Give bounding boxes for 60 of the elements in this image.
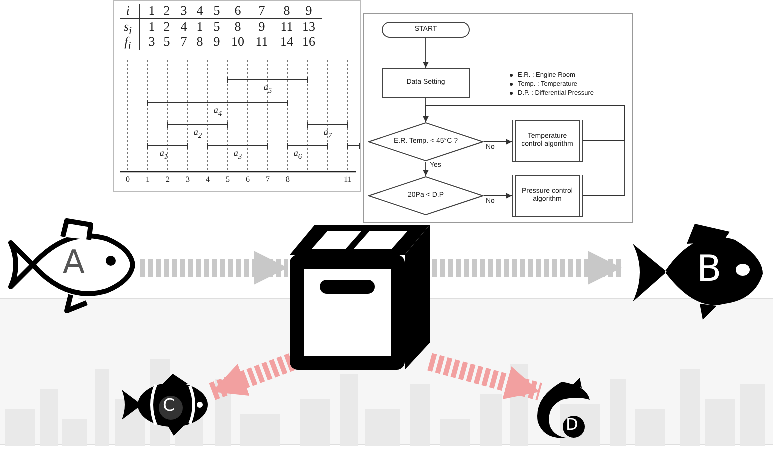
row-label: s$_{i}$ (124, 20, 132, 38)
node-letter: B (697, 250, 722, 290)
dotted-arrow (208, 354, 296, 400)
table-cell: 16 (302, 35, 316, 50)
dotted-arrow (432, 251, 622, 285)
table-cell: 9 (214, 35, 220, 50)
table-header: i (126, 4, 130, 18)
table-header: 3 (180, 4, 188, 18)
flow-arrow (484, 139, 512, 145)
table-cell: 5 (214, 20, 220, 34)
axis-tick-label: 4 (206, 176, 210, 185)
interval-label: a$_{3}$ (234, 149, 242, 162)
flow-arrow (423, 106, 626, 196)
table-cell: 13 (302, 20, 316, 34)
node-letter: C (163, 397, 175, 416)
axis-tick-label: 6 (246, 176, 250, 185)
table-header: 1 (148, 4, 156, 18)
table-header: 8 (284, 4, 290, 18)
table-header: 7 (258, 4, 266, 18)
table-header: 5 (214, 4, 220, 18)
table-cell: 5 (164, 35, 170, 50)
axis-tick-label: 0 (126, 176, 130, 185)
dotted-arrow (428, 353, 542, 401)
flow-arrow (484, 193, 512, 199)
table-cell: 11 (256, 35, 268, 50)
table-header: 9 (306, 4, 312, 18)
axis-tick-label: 7 (266, 176, 270, 185)
row-label: f$_{i}$ (124, 35, 132, 54)
table-cell: 11 (280, 20, 294, 34)
table-header: 2 (164, 4, 170, 18)
table-cell: 1 (196, 20, 204, 34)
flow-arrow (423, 38, 429, 68)
axis-tick-label: 5 (226, 176, 230, 185)
table-cell: 3 (148, 35, 156, 50)
axis-tick-label: 8 (286, 176, 290, 185)
node-letter: D (566, 416, 578, 434)
interval-label: a$_{4}$ (214, 106, 222, 118)
table-cell: 14 (280, 35, 294, 50)
table-cell: 1 (148, 20, 156, 34)
axis-tick-label: 1 (146, 176, 150, 185)
table-cell: 8 (196, 35, 204, 50)
table-cell: 2 (164, 20, 170, 34)
interval-label: a$_{7}$ (324, 128, 332, 140)
table-header: 6 (234, 4, 242, 18)
axis-tick-label: 3 (186, 176, 190, 185)
table-cell: 10 (232, 35, 244, 50)
table-cell: 4 (180, 20, 188, 34)
table-header: 4 (196, 4, 204, 18)
interval-label: a$_{1}$ (160, 149, 168, 162)
interval-label: a$_{5}$ (264, 83, 272, 96)
flow-arrow (423, 162, 429, 176)
interval-label: a$_{2}$ (194, 128, 202, 140)
axis-tick-label: 2 (166, 176, 170, 185)
table-cell: 7 (180, 35, 188, 50)
table-cell: 8 (234, 20, 242, 34)
table-cell: 9 (258, 20, 266, 34)
node-letter: A (63, 245, 85, 280)
dotted-arrow (140, 251, 288, 285)
axis-tick-label: 11 (344, 176, 352, 185)
interval-label: a$_{6}$ (294, 149, 302, 162)
